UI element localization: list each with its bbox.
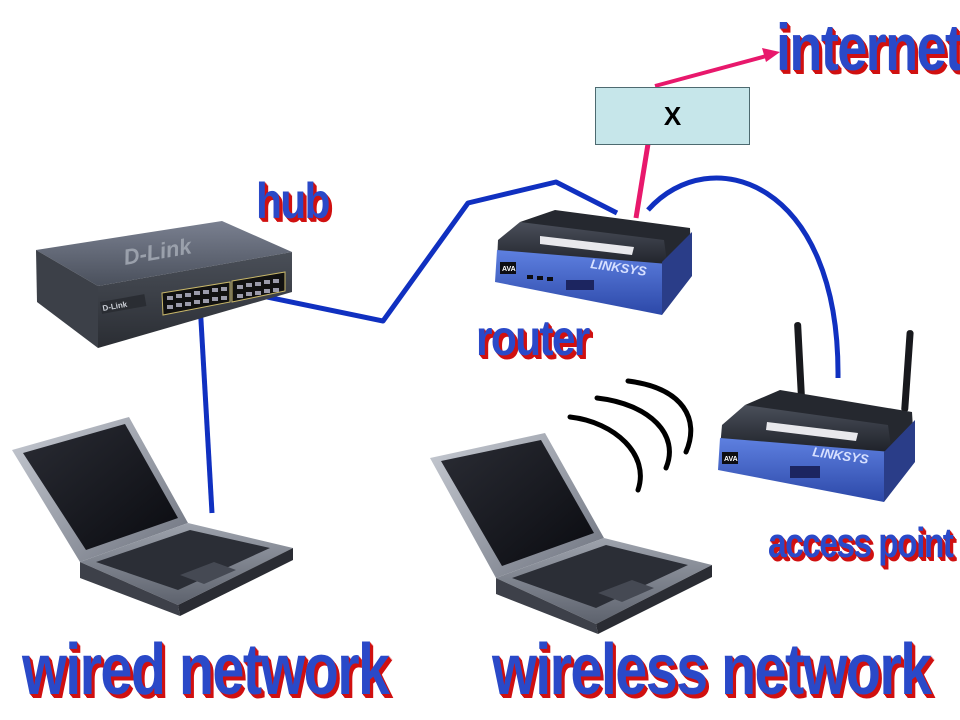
wired-network-label: wired network (22, 630, 390, 710)
svg-text:AVA: AVA (502, 266, 516, 273)
svg-text:AVA: AVA (724, 456, 738, 463)
link-router-to-x (633, 143, 651, 219)
wireless-network-label: wireless network (492, 630, 932, 710)
access-point-label: access point (768, 519, 954, 566)
access-point-device: LINKSYS AVA (718, 322, 915, 502)
router-label: router (476, 310, 590, 366)
hub-label: hub (256, 173, 330, 229)
link-x-to-internet (654, 53, 771, 88)
svg-text:D-Link: D-Link (102, 300, 129, 313)
arrowhead-icon (762, 48, 780, 62)
laptop-wireless (430, 433, 712, 634)
router-device: LINKSYS AVA (495, 210, 692, 315)
hub-device: D-Link D-Link (36, 221, 292, 348)
x-box: X (595, 87, 750, 145)
internet-label: internet (776, 10, 960, 84)
cable-router-to-access-point (646, 175, 841, 379)
laptop-wired (12, 417, 293, 616)
wireless-signal-icon (567, 378, 694, 493)
cable-hub-to-router (242, 179, 619, 324)
cable-hub-to-laptop (197, 302, 215, 514)
